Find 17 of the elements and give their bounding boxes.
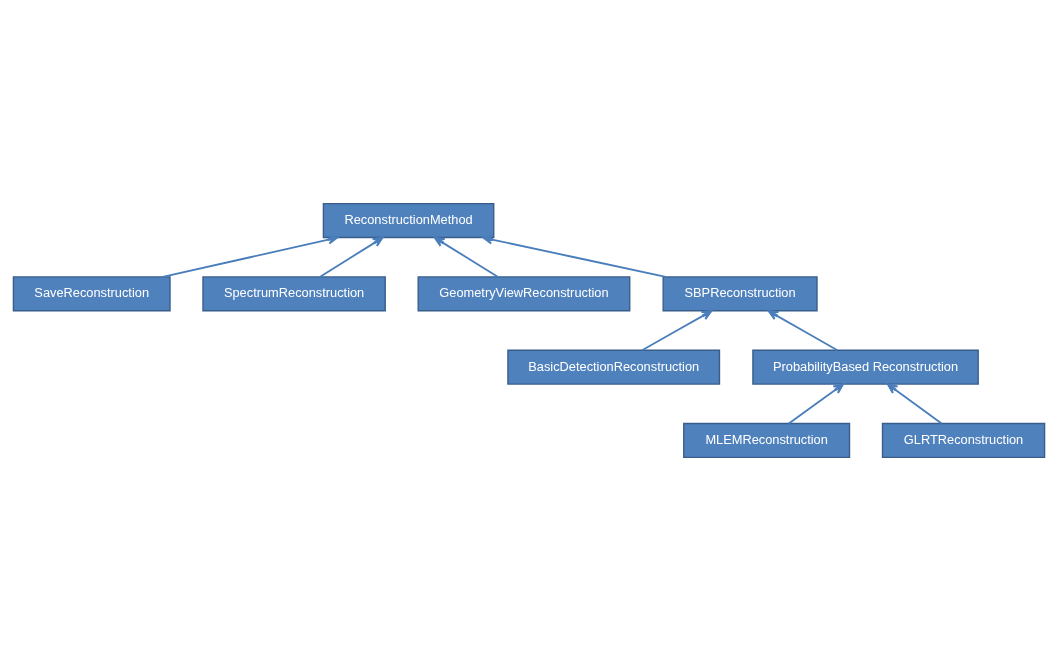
node-box: MLEMReconstruction xyxy=(683,422,851,459)
arrow xyxy=(767,310,839,352)
arrow xyxy=(787,383,844,425)
node-box: SpectrumReconstruction xyxy=(202,276,386,312)
arrow xyxy=(161,234,339,278)
node-box: GeometryViewReconstruction xyxy=(417,276,631,312)
node-box: SBPReconstruction xyxy=(662,276,818,312)
node-box: BasicDetectionReconstruction xyxy=(507,349,721,385)
node-box: ReconstructionMethod xyxy=(322,202,495,239)
node-box: GLRTReconstruction xyxy=(881,422,1046,459)
node-box: ProbabilityBased Reconstruction xyxy=(752,349,979,385)
arrow xyxy=(482,234,667,278)
arrow xyxy=(886,383,943,425)
arrow xyxy=(641,310,713,352)
arrow xyxy=(433,236,499,278)
node-box: SaveReconstruction xyxy=(12,276,171,312)
arrow xyxy=(318,236,384,278)
